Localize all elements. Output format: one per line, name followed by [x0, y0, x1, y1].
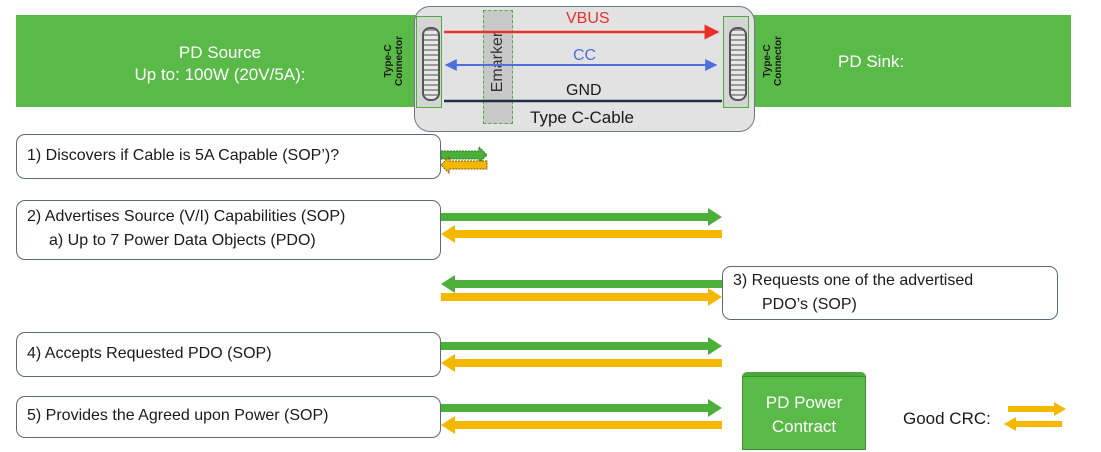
step-4-text: 4) Accepts Requested PDO (SOP)	[27, 345, 272, 362]
gnd-label: GND	[566, 82, 602, 99]
step-3-text: 3) Requests one of the advertised	[733, 272, 974, 289]
pd-power-contract-scroll: PD Power Contract	[742, 376, 866, 450]
step1-goodcrc-arrow	[440, 155, 488, 175]
legend-goodcrc-left-arrow	[1004, 417, 1062, 431]
step3-message-arrow	[441, 275, 722, 293]
step-3-box: 3) Requests one of the advertised PDO’s …	[722, 266, 1058, 320]
step-2-subtext: a) Up to 7 Power Data Objects (PDO)	[49, 232, 316, 249]
pd-source-rating: Up to: 100W (20V/5A):	[134, 65, 306, 84]
step4-goodcrc-arrow	[441, 354, 722, 372]
step-2-text: 2) Advertises Source (V/I) Capabilities …	[27, 208, 346, 225]
step-1-text: 1) Discovers if Cable is 5A Capable (SOP…	[27, 147, 340, 164]
step-1-box: 1) Discovers if Cable is 5A Capable (SOP…	[16, 134, 441, 179]
step-4-box: 4) Accepts Requested PDO (SOP)	[16, 332, 441, 377]
good-crc-legend-label: Good CRC:	[903, 409, 991, 428]
step-2-box: 2) Advertises Source (V/I) Capabilities …	[16, 200, 441, 260]
vbus-label: VBUS	[566, 10, 610, 27]
step5-message-arrow	[441, 399, 722, 417]
legend-goodcrc-right-arrow	[1008, 402, 1066, 416]
contract-line1: PD Power	[765, 393, 843, 412]
step-5-box: 5) Provides the Agreed upon Power (SOP)	[16, 396, 441, 438]
step3-goodcrc-arrow	[441, 288, 722, 306]
sink-type-c-connector-icon	[723, 16, 749, 108]
pd-sink-label: PD Sink:	[838, 52, 905, 71]
pd-source-title: PD Source	[178, 43, 262, 62]
pd-source-label: PD Source Up to: 100W (20V/5A):	[110, 42, 330, 86]
step5-goodcrc-arrow	[441, 416, 722, 434]
source-type-c-connector-icon	[416, 16, 442, 108]
step-3-subtext: PDO’s (SOP)	[762, 296, 857, 313]
cable-name: Type C-Cable	[530, 108, 634, 127]
step4-message-arrow	[441, 337, 722, 355]
step1-arrows	[440, 145, 488, 175]
step2-goodcrc-arrow	[441, 225, 722, 243]
step2-message-arrow	[441, 208, 722, 226]
contract-line2: Contract	[771, 417, 837, 436]
step-5-text: 5) Provides the Agreed upon Power (SOP)	[27, 407, 329, 424]
